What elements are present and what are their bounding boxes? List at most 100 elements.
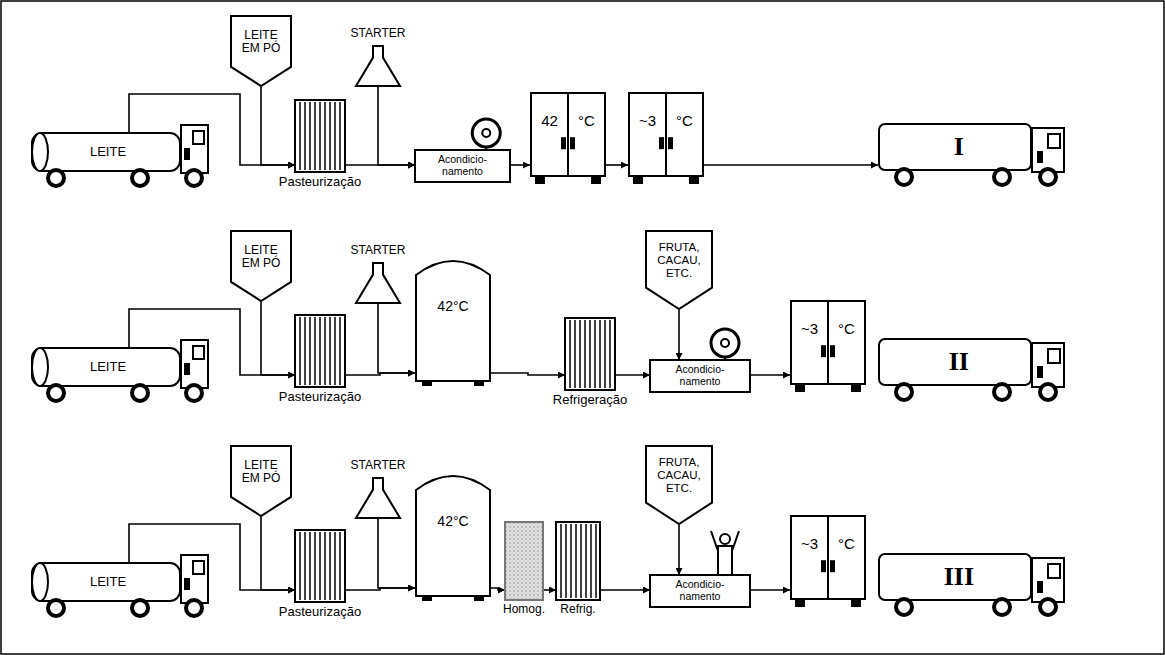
door-split (665, 93, 667, 176)
hopper-node: FRUTA, CACAU, ETC. (645, 230, 713, 310)
wheel (1040, 599, 1056, 615)
exchanger-plate (309, 532, 311, 600)
hopper-label: LEITE EM PÓ (235, 244, 287, 270)
operator-head (720, 534, 730, 544)
starter-flask (356, 263, 400, 303)
chamber-leg (796, 599, 804, 606)
cab-handle (1038, 582, 1042, 592)
hopper-outline (231, 16, 291, 86)
funnel-node: STARTER (355, 262, 401, 304)
heat-exchanger (295, 530, 345, 602)
exchanger-outline (295, 530, 345, 602)
flow-arrow (543, 589, 556, 591)
starter-label: STARTER (351, 459, 406, 472)
film-roll (711, 329, 739, 357)
chamber-body (791, 301, 865, 384)
exchanger-plate (314, 532, 316, 600)
text-area: LEITE EM PÓ (233, 18, 289, 67)
exchanger-plate (309, 317, 311, 385)
exchanger-node: Pasteurização (295, 315, 345, 387)
exchanger-plate (560, 524, 562, 598)
exchanger-plate (329, 102, 331, 170)
chamber-temperature: ~3 (801, 321, 818, 338)
wheel (1040, 169, 1056, 185)
exchanger-plate (334, 102, 336, 170)
cabinet-node: ~3°C (628, 92, 704, 184)
text-area: Acondicio- namento (418, 152, 507, 180)
exchanger-plate (324, 102, 326, 170)
exchanger-plate (339, 532, 341, 600)
cab-handle (185, 149, 189, 159)
door-handle (571, 138, 574, 148)
funnel-node: STARTER (355, 45, 401, 87)
roll-core (721, 339, 729, 347)
equipment-label: Refrig. (560, 603, 595, 616)
heading-area: Refrig. (560, 600, 595, 616)
film-roll (472, 119, 500, 147)
hopper-node: LEITE EM PÓ (230, 15, 292, 87)
truck-cab (181, 340, 208, 388)
wheel (48, 600, 64, 616)
hopper-outline (646, 446, 712, 524)
hopper-outline (231, 231, 291, 301)
starter-label: STARTER (351, 27, 406, 40)
exchanger-plate (329, 317, 331, 385)
tank-end (32, 348, 48, 386)
door-handle (562, 138, 565, 148)
tank-cylinder (32, 563, 180, 601)
exchanger-plate (569, 320, 571, 388)
packing-label: Acondicio- namento (665, 579, 735, 602)
cab-window (193, 346, 204, 359)
packing-machine (650, 575, 750, 607)
chamber-body (629, 93, 703, 176)
exchanger-plate (594, 320, 596, 388)
exchanger-plate (574, 320, 576, 388)
exchanger-plate (324, 317, 326, 385)
packing-label: Acondicio- namento (665, 364, 735, 387)
cabinet-outline (530, 92, 606, 184)
hopper-label: LEITE EM PÓ (235, 29, 287, 55)
hopper-label: LEITE EM PÓ (235, 459, 287, 485)
heat-exchanger (556, 522, 600, 600)
cab-handle (1038, 152, 1042, 162)
flow-arrow (678, 310, 680, 360)
exchanger-plate (595, 524, 597, 598)
pack-node: Acondicio- namento (415, 150, 510, 182)
exchanger-node: Refrigeração (565, 318, 615, 390)
cab-window (1048, 349, 1060, 363)
pack-node: Acondicio- namento (650, 575, 750, 607)
cabinet-outline (790, 300, 866, 392)
trailer-body (879, 339, 1031, 385)
flow-arrow (261, 517, 295, 590)
tank-label: LEITE (90, 360, 126, 374)
cabinet-node: 42°C (530, 92, 606, 184)
trailer-body (879, 124, 1031, 170)
heading-area: STARTER (351, 244, 406, 262)
chamber-body (531, 93, 605, 176)
text-area: I (917, 124, 1002, 170)
text-area: °C (831, 314, 862, 344)
text-area: FRUTA, CACAU, ETC. (648, 233, 710, 287)
chamber-leg (536, 176, 544, 183)
wheel (1040, 384, 1056, 400)
flow-arrow (261, 87, 295, 165)
wheel (132, 600, 148, 616)
trailer-body (879, 554, 1031, 600)
door-handle (831, 346, 834, 356)
exchanger-node: Pasteurização (295, 100, 345, 172)
tank-leg (423, 381, 431, 385)
pack-node: Acondicio- namento (650, 360, 750, 392)
tanker-node: LEITE (30, 125, 210, 183)
text-area: III (917, 554, 1002, 600)
chamber-leg (690, 176, 698, 183)
exchanger-plate (339, 102, 341, 170)
heat-exchanger (565, 318, 615, 390)
heat-exchanger (295, 315, 345, 387)
exchanger-plate (570, 524, 572, 598)
exchanger-plate (585, 524, 587, 598)
cab-window (1048, 134, 1060, 148)
roll-core (482, 129, 490, 137)
tank-leg (475, 596, 483, 600)
tank-label: LEITE (90, 575, 126, 589)
text-area: Acondicio- namento (653, 362, 747, 390)
